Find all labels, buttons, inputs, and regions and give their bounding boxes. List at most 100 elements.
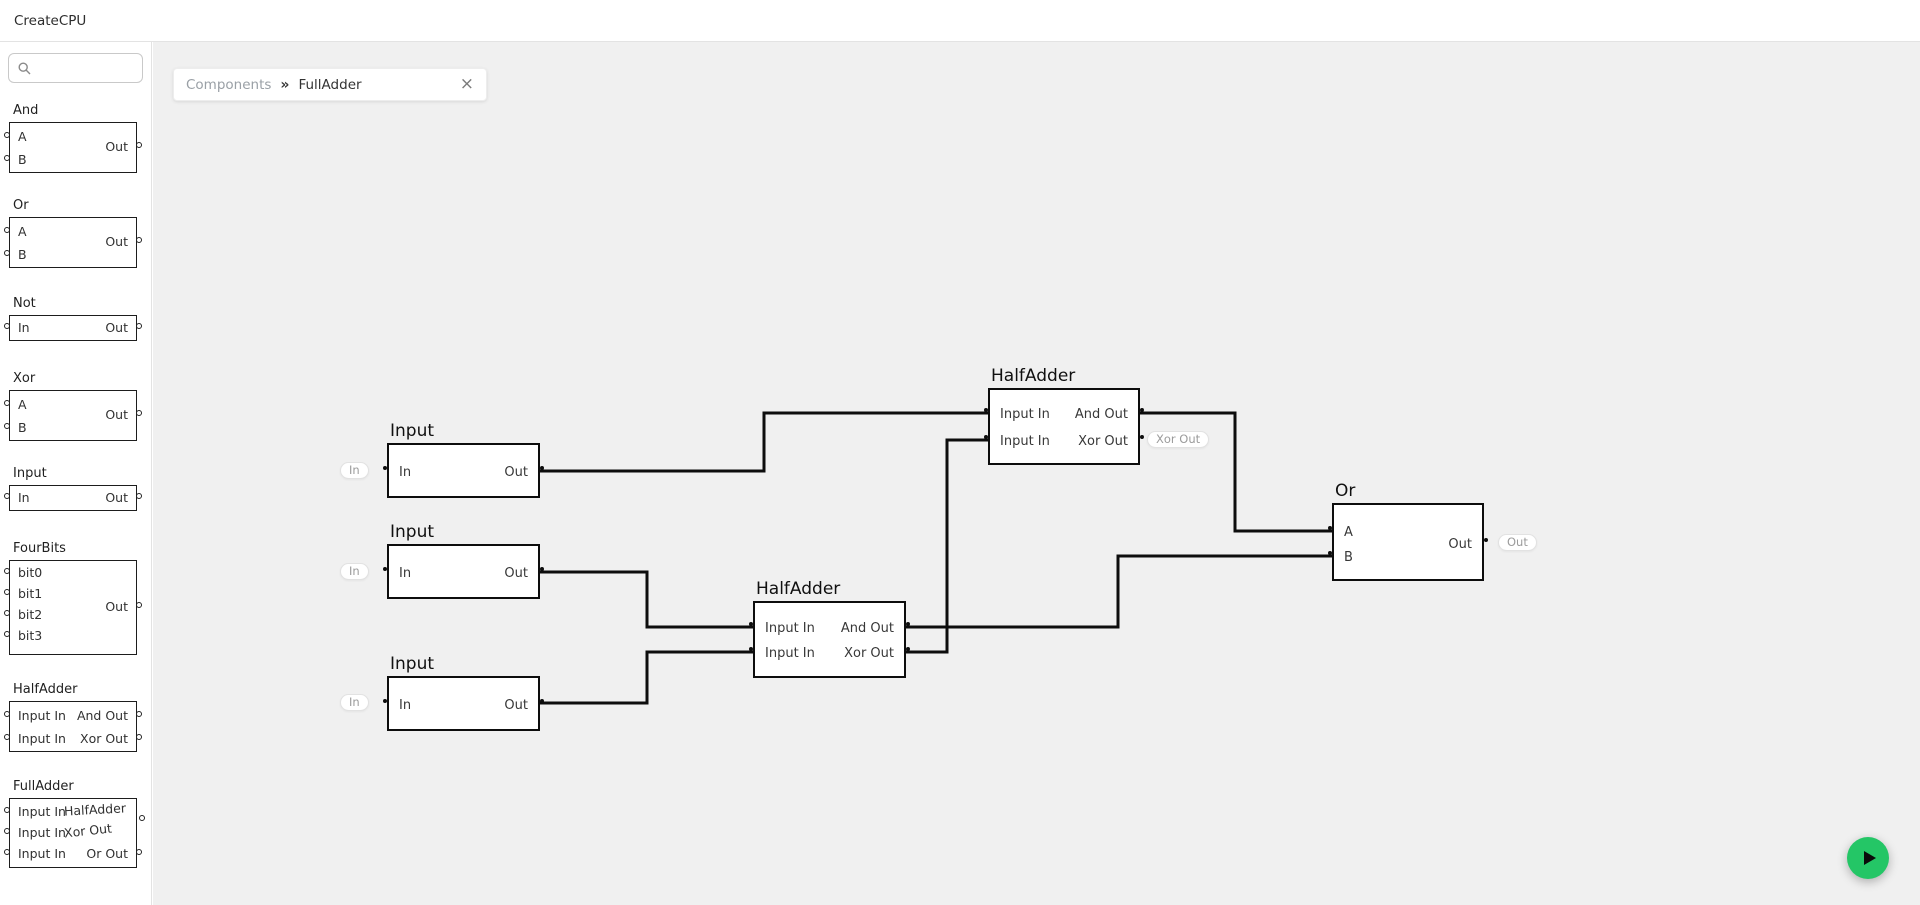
port-input-in-2[interactable] <box>984 435 988 439</box>
port-input-in-1[interactable] <box>4 807 10 813</box>
port-label: Xor Out <box>844 646 894 661</box>
port-and-out[interactable] <box>136 711 142 717</box>
palette-item-fourbits[interactable]: bit0 bit1 bit2 bit3 Out <box>4 560 142 655</box>
port-label: bit2 <box>18 607 43 622</box>
search-icon <box>18 61 31 74</box>
port-and-out[interactable] <box>906 622 910 626</box>
component-palette: And A B Out Or A B Out Not In Out Xor A … <box>0 42 152 905</box>
port-a[interactable] <box>4 227 10 233</box>
port-b[interactable] <box>4 250 10 256</box>
port-label: Out <box>504 566 528 581</box>
port-xor-out[interactable] <box>1140 435 1144 439</box>
port-b[interactable] <box>1328 551 1332 555</box>
port-bit2[interactable] <box>4 610 10 616</box>
port-label: Input In <box>18 731 66 746</box>
port-out[interactable] <box>136 602 142 608</box>
port-b[interactable] <box>4 155 10 161</box>
node-or-1[interactable]: Or A B Out <box>1328 481 1488 581</box>
port-bit1[interactable] <box>4 589 10 595</box>
port-label: Xor Out <box>80 731 128 746</box>
port-or-out[interactable] <box>136 849 142 855</box>
app-title: CreateCPU <box>14 12 87 29</box>
port-out[interactable] <box>540 699 544 703</box>
port-in[interactable] <box>383 699 387 703</box>
node-halfadder-2[interactable]: HalfAdder Input In Input In And Out Xor … <box>749 579 910 678</box>
port-b[interactable] <box>4 423 10 429</box>
port-label: Out <box>105 320 128 335</box>
port-bit0[interactable] <box>4 568 10 574</box>
port-label: bit3 <box>18 628 43 643</box>
port-label: Xor Out <box>1078 434 1128 449</box>
port-input-in-3[interactable] <box>4 849 10 855</box>
port-in[interactable] <box>383 567 387 571</box>
port-label: Input In <box>1000 407 1050 422</box>
port-input-in-1[interactable] <box>749 622 753 626</box>
port-in[interactable] <box>4 323 10 329</box>
port-out[interactable] <box>1484 538 1488 542</box>
port-label: And Out <box>1074 407 1128 422</box>
palette-label-and: And <box>13 103 39 118</box>
port-out[interactable] <box>136 142 142 148</box>
palette-item-and[interactable]: A B Out <box>4 122 142 173</box>
input-toggle-pill[interactable]: In <box>340 462 369 479</box>
breadcrumb-components[interactable]: Components <box>186 76 272 93</box>
port-label: Out <box>504 698 528 713</box>
port-input-in-2[interactable] <box>749 647 753 651</box>
port-out[interactable] <box>136 323 142 329</box>
port-xor-out[interactable] <box>136 734 142 740</box>
port-out[interactable] <box>540 567 544 571</box>
port-label: In <box>399 566 412 581</box>
port-in[interactable] <box>4 493 10 499</box>
port-label: A <box>18 224 27 239</box>
node-input-2[interactable]: Input In Out <box>383 522 544 599</box>
breadcrumb: Components » FullAdder × <box>173 68 487 101</box>
palette-item-input[interactable]: In Out <box>4 485 142 511</box>
port-label: Out <box>105 139 128 154</box>
palette-label-halfadder: HalfAdder <box>13 682 78 697</box>
palette-item-or[interactable]: A B Out <box>4 217 142 268</box>
palette-label-input: Input <box>13 466 47 481</box>
port-label: In <box>399 465 412 480</box>
port-label: A <box>1344 525 1353 540</box>
port-out[interactable] <box>540 466 544 470</box>
port-label: bit1 <box>18 586 43 601</box>
search-input[interactable] <box>37 58 137 78</box>
node-halfadder-1[interactable]: HalfAdder Input In Input In And Out Xor … <box>984 366 1144 465</box>
search-box[interactable] <box>8 53 143 83</box>
node-input-1[interactable]: Input In Out <box>383 421 544 498</box>
port-label: Out <box>105 490 128 505</box>
port-a[interactable] <box>4 132 10 138</box>
port-input-in-2[interactable] <box>4 828 10 834</box>
input-toggle-pill[interactable]: In <box>340 694 369 711</box>
port-xor-out[interactable] <box>906 647 910 651</box>
port-bit3[interactable] <box>4 631 10 637</box>
top-bar: CreateCPU <box>0 0 1920 42</box>
port-and-out[interactable] <box>1140 408 1144 412</box>
run-button[interactable] <box>1847 837 1889 879</box>
palette-item-xor[interactable]: A B Out <box>4 390 142 441</box>
port-out[interactable] <box>136 237 142 243</box>
port-input-in-1[interactable] <box>4 711 10 717</box>
node-title: HalfAdder <box>756 579 841 599</box>
port-a[interactable] <box>4 400 10 406</box>
port-label: Out <box>105 599 128 614</box>
node-input-3[interactable]: Input In Out <box>383 654 544 731</box>
port-out[interactable] <box>136 493 142 499</box>
port-input-in-1[interactable] <box>984 408 988 412</box>
port-a[interactable] <box>1328 526 1332 530</box>
port-out[interactable] <box>136 410 142 416</box>
port-label: Input In <box>18 825 66 840</box>
close-icon[interactable]: × <box>459 74 474 94</box>
port-label: Input In <box>1000 434 1050 449</box>
port-label: bit0 <box>18 565 43 580</box>
port-input-in-2[interactable] <box>4 734 10 740</box>
palette-label-not: Not <box>13 296 36 311</box>
palette-item-halfadder[interactable]: Input In Input In And Out Xor Out <box>4 701 142 752</box>
port-in[interactable] <box>383 466 387 470</box>
port-label: Input In <box>18 846 66 861</box>
input-toggle-pill[interactable]: In <box>340 563 369 580</box>
palette-item-fulladder[interactable]: Input In Input In Input In HalfAdder Xor… <box>4 798 145 868</box>
nested-port[interactable] <box>139 815 145 821</box>
palette-item-not[interactable]: In Out <box>4 315 142 341</box>
port-label: Out <box>105 407 128 422</box>
